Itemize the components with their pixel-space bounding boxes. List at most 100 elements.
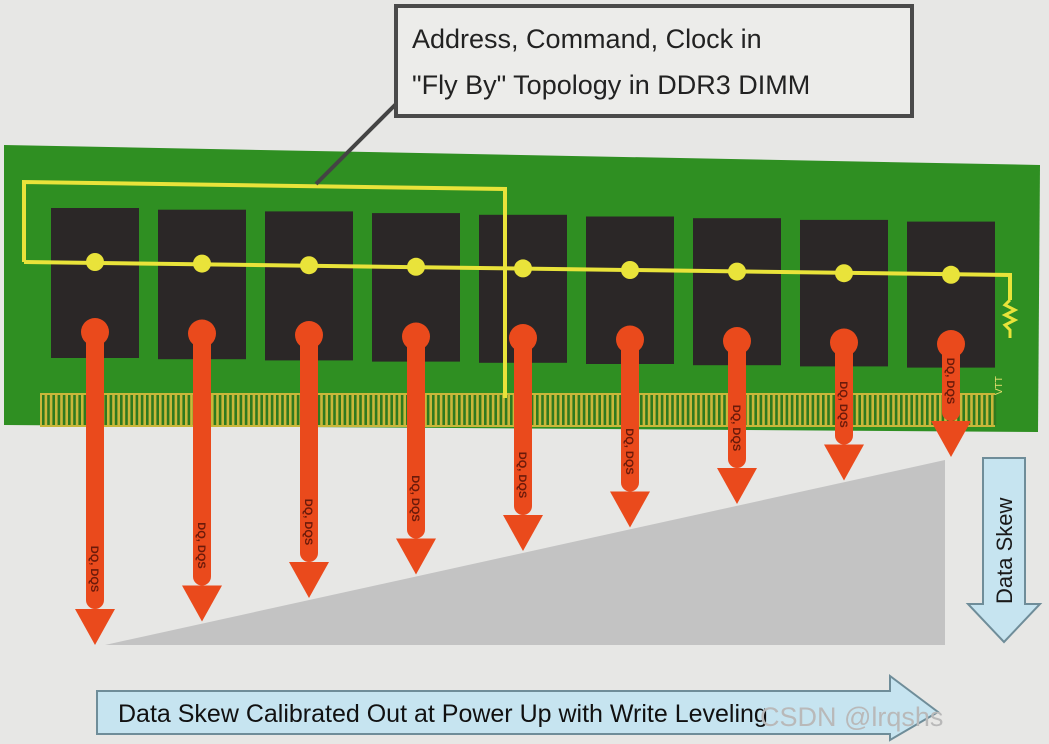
arrow-head xyxy=(75,609,115,645)
gold-finger-gap xyxy=(988,395,991,425)
gold-finger-gap xyxy=(244,395,248,425)
gold-finger-gap xyxy=(822,395,825,425)
dq-dqs-label: DQ, DQS xyxy=(88,546,100,592)
gold-finger-gap xyxy=(530,395,534,425)
gold-finger-gap xyxy=(260,395,263,425)
arrow-head xyxy=(289,562,329,598)
flyby-node-2 xyxy=(193,254,211,273)
gold-finger-gap xyxy=(504,395,508,425)
dq-dqs-label: DQ, DQS xyxy=(195,522,207,568)
gold-finger-gap xyxy=(660,395,664,425)
gold-finger-gap xyxy=(593,395,596,425)
banner-label: Data Skew Calibrated Out at Power Up wit… xyxy=(118,700,768,728)
gold-finger-gap xyxy=(146,395,149,425)
arrow-shaft xyxy=(300,333,318,562)
gold-finger-gap xyxy=(920,395,924,425)
gold-finger-gap xyxy=(640,395,643,425)
gold-finger-gap xyxy=(853,395,856,425)
gold-finger-gap xyxy=(889,395,893,425)
flyby-bus xyxy=(22,179,1019,398)
gold-finger-gap xyxy=(369,395,373,425)
gold-finger-gap xyxy=(62,395,66,425)
flyby-loop-trace xyxy=(22,179,507,398)
gold-finger-gap xyxy=(936,395,939,425)
gold-finger-gap xyxy=(879,395,882,425)
gold-finger-gap xyxy=(432,395,435,425)
gold-finger-gap xyxy=(42,395,45,425)
gold-finger-gap xyxy=(499,395,503,425)
gold-finger-gap xyxy=(359,395,362,425)
gold-finger-gap xyxy=(567,395,570,425)
dq-dqs-label: DQ, DQS xyxy=(730,405,742,451)
gold-finger-gap xyxy=(790,395,794,425)
gold-finger-gap xyxy=(978,395,981,425)
arrow-shaft xyxy=(835,340,853,445)
gold-finger-gap xyxy=(707,395,711,425)
flyby-node-4 xyxy=(407,257,425,276)
gold-finger-gap xyxy=(140,395,144,425)
gold-finger-gap xyxy=(135,395,139,425)
gold-finger-gap xyxy=(759,395,763,425)
gold-finger-gap xyxy=(255,395,258,425)
gold-finger-gap xyxy=(114,395,118,425)
gold-finger-gap xyxy=(874,395,877,425)
gold-finger-gap xyxy=(926,395,929,425)
gold-finger-gap xyxy=(489,395,492,425)
gold-finger-gap xyxy=(265,395,269,425)
gold-finger-gap xyxy=(551,395,555,425)
data-skew-arrow-shape xyxy=(965,457,1043,644)
arrow-cap xyxy=(509,324,537,352)
dq-dqs-label: DQ, DQS xyxy=(623,428,635,474)
flyby-node-8 xyxy=(835,264,853,283)
gold-finger-gap xyxy=(827,395,830,425)
gold-finger-gap xyxy=(655,395,659,425)
gold-finger-gap xyxy=(931,395,934,425)
flyby-nodes xyxy=(86,253,960,284)
gold-finger-gap xyxy=(676,395,679,425)
gold-finger-gap xyxy=(213,395,217,425)
data-skew-arrow: Data Skew xyxy=(965,457,1043,644)
dq-dqs-label: DQ, DQS xyxy=(516,452,528,498)
gold-finger-gap xyxy=(536,395,539,425)
gold-finger-gap xyxy=(437,395,440,425)
arrow-head xyxy=(503,515,543,551)
arrow-head xyxy=(396,538,436,575)
arrow-cap xyxy=(937,330,965,358)
gold-finger-gap xyxy=(166,395,170,425)
arrow-cap xyxy=(295,321,323,349)
gold-finger-gap xyxy=(494,395,497,425)
dq-dqs-arrow-3: DQ, DQS xyxy=(289,321,329,598)
gold-finger-gap xyxy=(343,395,347,425)
gold-finger-gap xyxy=(702,395,705,425)
dq-dqs-arrow-4: DQ, DQS xyxy=(396,322,436,575)
gold-finger-gap xyxy=(187,395,191,425)
gold-finger-gap xyxy=(572,395,575,425)
gold-finger-gap xyxy=(582,395,586,425)
arrow-cap xyxy=(402,322,430,351)
gold-finger-gap xyxy=(177,395,180,425)
gold-finger-gap xyxy=(972,395,976,425)
arrow-cap xyxy=(188,319,216,348)
gold-finger-gap xyxy=(463,395,466,425)
gold-finger-gap xyxy=(120,395,123,425)
arrow-head xyxy=(824,444,864,481)
flyby-node-9 xyxy=(942,265,960,284)
gold-finger-gap xyxy=(348,395,352,425)
gold-finger-gap xyxy=(785,395,789,425)
gold-finger-gap xyxy=(556,395,560,425)
gold-finger-gap xyxy=(645,395,648,425)
gold-finger-gap xyxy=(328,395,331,425)
dq-dqs-label: DQ, DQS xyxy=(409,475,421,521)
dq-dqs-arrow-6: DQ, DQS xyxy=(610,325,650,528)
arrow-cap xyxy=(81,318,109,346)
gold-finger-gap xyxy=(816,395,820,425)
gold-finger-gap xyxy=(754,395,757,425)
arrow-shaft xyxy=(193,331,211,586)
flyby-node-3 xyxy=(300,256,318,275)
gold-finger-gap xyxy=(151,395,154,425)
gold-finger-gap xyxy=(686,395,690,425)
gold-finger-gap xyxy=(915,395,919,425)
gold-finger-gap xyxy=(614,395,617,425)
flyby-node-7 xyxy=(728,262,746,281)
dq-dqs-arrows: DQ, DQS DQ, DQS DQ, DQS DQ, DQS DQ, DQS DQ, D… xyxy=(75,318,971,645)
